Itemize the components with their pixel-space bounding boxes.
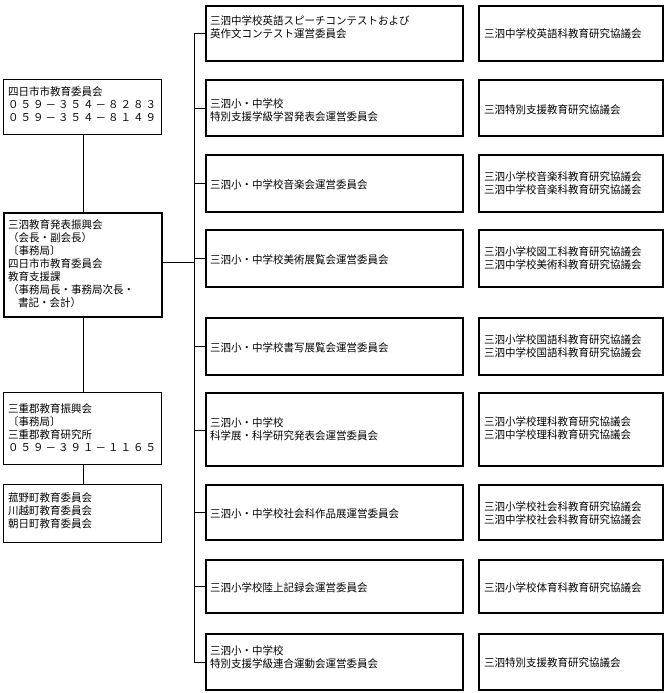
research-council-line: 三泗小学校体育科教育研究協議会 (484, 582, 642, 594)
sanshi-association-line: 三泗教育発表振興会 (8, 219, 103, 231)
branch-2 (194, 108, 205, 109)
sanshi-association-line: （会長・副会長） (8, 232, 92, 244)
committee-line: 特別支援学級連合運動会運営委員会 (210, 658, 378, 670)
yokkaichi-board-phone-1: ０５９－３５４－８２８３ (8, 99, 158, 111)
committee-box: 三泗小・中学校書写展覧会運営委員会 (205, 317, 464, 376)
research-council-box: 三泗中学校英語科教育研究協議会 (478, 5, 664, 62)
committee-line: 英作文コンテスト運営委員会 (210, 28, 347, 40)
research-council-line: 三泗中学校英語科教育研究協議会 (484, 28, 642, 40)
research-council-box: 三泗小学校図工科教育研究協議会 三泗中学校美術科教育研究協議会 (478, 229, 664, 288)
committee-line: 三泗小・中学校 (210, 98, 284, 110)
towns-line: 川越町教育委員会 (8, 505, 92, 517)
towns-line: 菰野町教育委員会 (8, 492, 92, 504)
committee-line: 三泗小・中学校 (210, 417, 284, 429)
research-council-line: 三泗小学校国語科教育研究協議会 (484, 334, 642, 346)
sanshi-association-line: （事務局長・事務局次長・ (8, 284, 134, 296)
research-council-line: 三泗小学校図工科教育研究協議会 (484, 246, 642, 258)
committee-box: 三泗中学校英語スピーチコンテストおよび 英作文コンテスト運営委員会 (205, 5, 464, 62)
sanshi-association-line: 教育支援課 (8, 271, 61, 283)
sanshi-association-line: 書記・会計） (18, 297, 81, 309)
research-council-line: 三泗小学校音楽科教育研究協議会 (484, 171, 642, 183)
branch-7 (194, 512, 205, 513)
research-council-box: 三泗小学校理科教育研究協議会 三泗中学校理科教育研究協議会 (478, 392, 664, 467)
mie-gun-phone: ０５９－３９１－１１６５ (8, 442, 158, 454)
sanshi-association-line: 四日市市教育委員会 (8, 258, 103, 270)
research-council-line: 三泗特別支援教育研究協議会 (484, 657, 621, 669)
yokkaichi-board-phone-2: ０５９－３５４－８１４９ (8, 112, 158, 124)
branch-8 (194, 586, 205, 587)
committee-box: 三泗小・中学校 科学展・科学研究発表会運営委員会 (205, 392, 464, 467)
committee-line: 特別支援学級学習発表会運営委員会 (210, 111, 378, 123)
towns-box: 菰野町教育委員会 川越町教育委員会 朝日町教育委員会 (3, 484, 162, 543)
research-council-box: 三泗小学校体育科教育研究協議会 (478, 559, 664, 614)
research-council-line: 三泗特別支援教育研究協議会 (484, 104, 621, 116)
research-council-line: 三泗小学校理科教育研究協議会 (484, 416, 631, 428)
yokkaichi-board-name: 四日市市教育委員会 (8, 86, 103, 98)
connector-trunk-vertical (194, 33, 195, 663)
research-council-box: 三泗特別支援教育研究協議会 (478, 633, 664, 691)
research-council-line: 三泗小学校社会科教育研究協議会 (484, 501, 642, 513)
connector-vertical-left-bottom (83, 318, 84, 392)
research-council-box: 三泗小学校音楽科教育研究協議会 三泗中学校音楽科教育研究協議会 (478, 154, 664, 213)
research-council-box: 三泗小学校国語科教育研究協議会 三泗中学校国語科教育研究協議会 (478, 317, 664, 376)
committee-line: 三泗小・中学校書写展覧会運営委員会 (210, 342, 389, 354)
committee-box: 三泗小・中学校社会科作品展運営委員会 (205, 484, 464, 541)
committee-box: 三泗小学校陸上記録会運営委員会 (205, 559, 464, 614)
research-council-line: 三泗中学校社会科教育研究協議会 (484, 514, 642, 526)
mie-gun-line: 三重郡教育振興会 (8, 403, 92, 415)
sanshi-association-line: 〔事務局〕 (8, 245, 61, 257)
committee-box: 三泗小・中学校美術展覧会運営委員会 (205, 229, 464, 288)
research-council-box: 三泗特別支援教育研究協議会 (478, 79, 664, 137)
branch-3 (194, 183, 205, 184)
committee-line: 三泗小・中学校 (210, 645, 284, 657)
sanshi-association-box: 三泗教育発表振興会 （会長・副会長） 〔事務局〕 四日市市教育委員会 教育支援課… (3, 212, 163, 318)
branch-4 (194, 258, 205, 259)
research-council-line: 三泗中学校理科教育研究協議会 (484, 429, 631, 441)
committee-line: 三泗小・中学校社会科作品展運営委員会 (210, 508, 399, 520)
committee-line: 三泗小学校陸上記録会運営委員会 (210, 582, 368, 594)
mie-gun-box: 三重郡教育振興会 〔事務局〕 三重郡教育研究所 ０５９－３９１－１１６５ (3, 392, 162, 465)
connector-vertical-left-towns (83, 465, 84, 484)
branch-6 (194, 430, 205, 431)
committee-box: 三泗小・中学校音楽会運営委員会 (205, 154, 464, 213)
committee-line: 科学展・科学研究発表会運営委員会 (210, 430, 378, 442)
towns-line: 朝日町教育委員会 (8, 518, 92, 530)
research-council-line: 三泗中学校音楽科教育研究協議会 (484, 184, 642, 196)
research-council-line: 三泗中学校美術科教育研究協議会 (484, 259, 642, 271)
yokkaichi-board-box: 四日市市教育委員会 ０５９－３５４－８２８３ ０５９－３５４－８１４９ (3, 79, 162, 135)
committee-box: 三泗小・中学校 特別支援学級学習発表会運営委員会 (205, 79, 464, 137)
committee-box: 三泗小・中学校 特別支援学級連合運動会運営委員会 (205, 633, 464, 691)
branch-5 (194, 346, 205, 347)
mie-gun-line: 〔事務局〕 (8, 416, 61, 428)
connector-vertical-left-top (83, 135, 84, 212)
branch-9 (194, 662, 205, 663)
research-council-box: 三泗小学校社会科教育研究協議会 三泗中学校社会科教育研究協議会 (478, 484, 664, 541)
connector-horizontal-to-trunk (162, 262, 194, 263)
mie-gun-line: 三重郡教育研究所 (8, 429, 92, 441)
branch-1 (194, 33, 205, 34)
committee-line: 三泗中学校英語スピーチコンテストおよび (210, 15, 410, 27)
committee-line: 三泗小・中学校美術展覧会運営委員会 (210, 254, 389, 266)
committee-line: 三泗小・中学校音楽会運営委員会 (210, 179, 368, 191)
research-council-line: 三泗中学校国語科教育研究協議会 (484, 347, 642, 359)
